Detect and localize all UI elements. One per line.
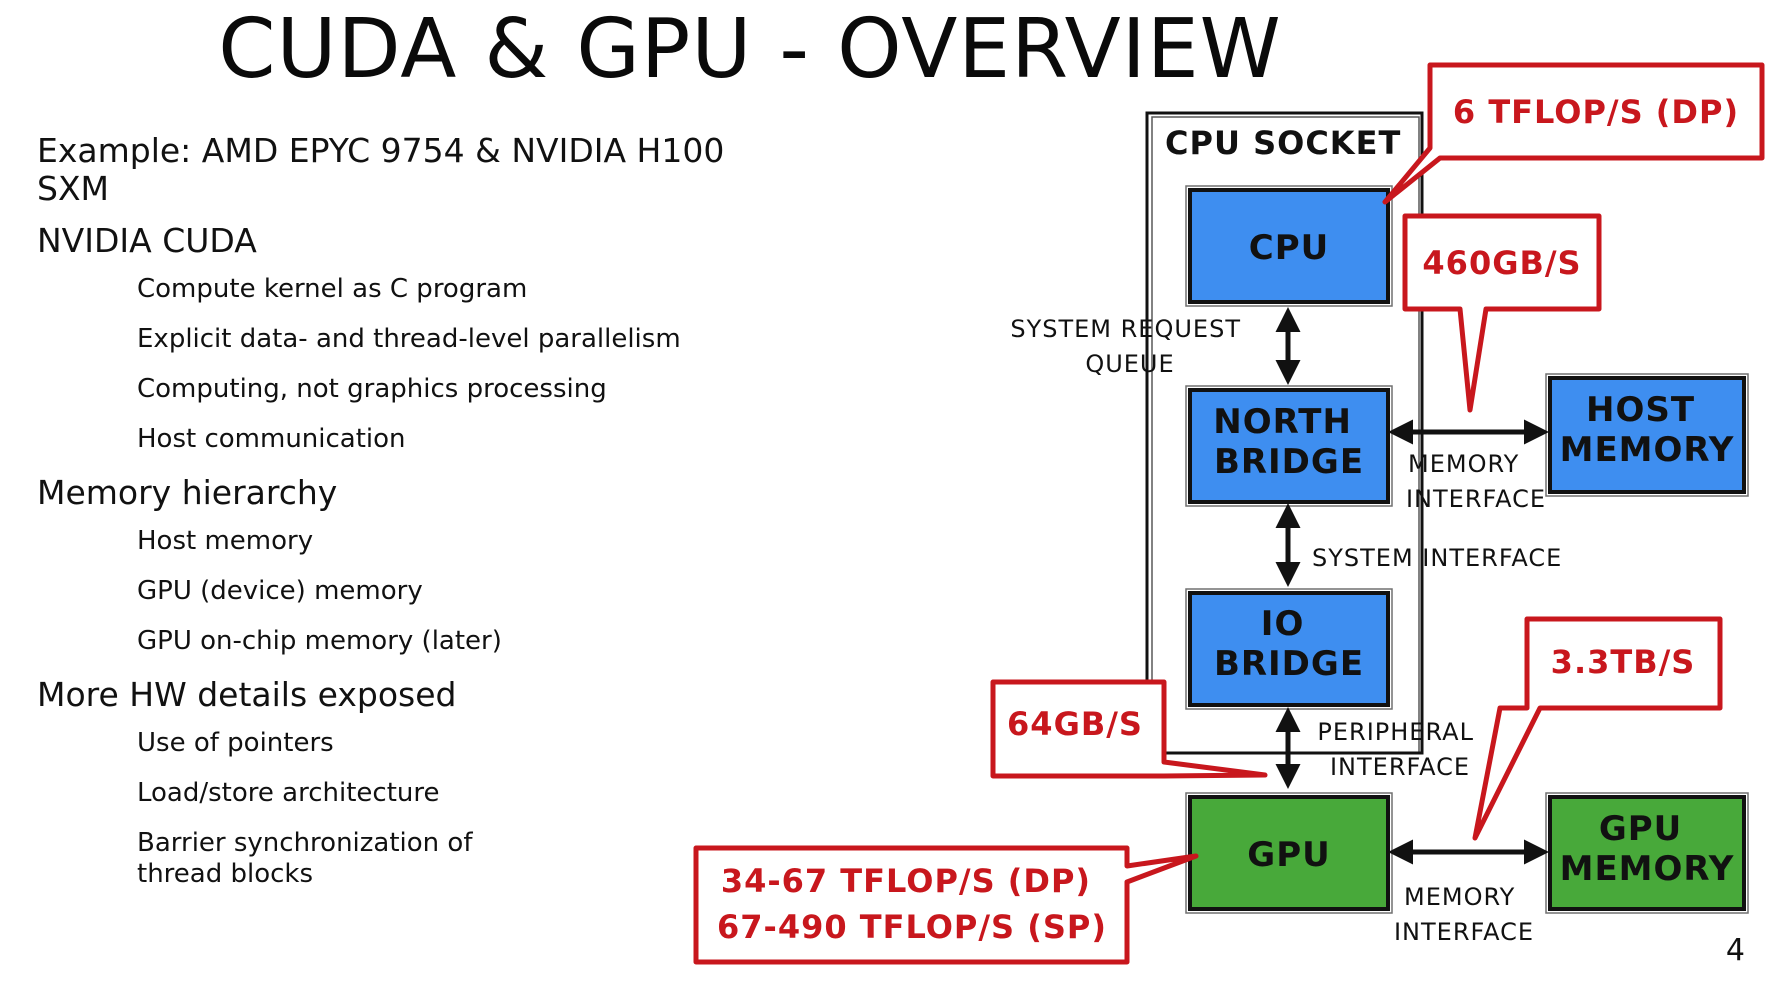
gpu-box: GPU (1185, 792, 1393, 914)
slide-title: CUDA & GPU - OVERVIEW (218, 2, 1282, 97)
callout-cpu-flops: 6 TFLOP/S (DP) (1382, 62, 1765, 205)
sub-bullet-parallelism: Explicit data- and thread-level parallel… (137, 324, 681, 354)
gpu-memory-box: GPU MEMORY (1545, 792, 1749, 914)
slide-number: 4 (1725, 933, 1745, 968)
bullet-list: Example: AMD EPYC 9754 & NVIDIA H100 SXM… (37, 132, 757, 909)
bullet-example: Example: AMD EPYC 9754 & NVIDIA H100 SXM (37, 131, 725, 208)
svg-text:GPU MEMORY: GPU MEMORY (1560, 809, 1735, 889)
callout-host-bandwidth: 460GB/S (1402, 213, 1602, 413)
system-interface-label: SYSTEM INTERFACE (1312, 544, 1562, 572)
callout-pcie-bandwidth: 64GB/S (990, 679, 1268, 779)
svg-text:64GB/S: 64GB/S (1007, 705, 1143, 743)
svg-text:IO BRIDGE: IO BRIDGE (1214, 604, 1364, 684)
sub-bullet-pointers: Use of pointers (137, 728, 334, 758)
callout-gpu-bandwidth: 3.3TB/S (1472, 616, 1723, 841)
sub-bullet-compute-kernel: Compute kernel as C program (137, 274, 528, 304)
sub-bullet-gpu-device-memory: GPU (device) memory (137, 576, 423, 606)
bullet-memory-hierarchy: Memory hierarchy (37, 473, 338, 512)
svg-text:34-67 TFLOP/S (DP) 67-49: 34-67 TFLOP/S (DP) 67-490 TFLOP/S (SP) (717, 862, 1107, 946)
gpu-memory-interface-label: MEMORY INTERFACE (1394, 883, 1534, 946)
svg-text:CPU: CPU (1249, 228, 1329, 268)
svg-text:460GB/S: 460GB/S (1422, 244, 1581, 282)
bullet-hw-details: More HW details exposed (37, 675, 457, 714)
sub-bullet-barrier-sync: Barrier synchronization of (137, 828, 473, 858)
sub-bullet-barrier-sync-continued: thread blocks (137, 859, 314, 889)
peripheral-interface-label: PERIPHERAL INTERFACE (1317, 718, 1482, 781)
sub-bullet-load-store: Load/store architecture (137, 778, 440, 808)
north-bridge-box: NORTH BRIDGE (1185, 385, 1393, 507)
sub-bullet-host-memory: Host memory (137, 526, 314, 556)
cpu-socket-label: CPU SOCKET (1165, 124, 1401, 162)
svg-text:6 TFLOP/S (DP): 6 TFLOP/S (DP) (1453, 93, 1739, 131)
svg-text:3.3TB/S: 3.3TB/S (1551, 643, 1696, 681)
host-memory-interface-label: MEMORY INTERFACE (1406, 450, 1546, 513)
sub-bullet-computing: Computing, not graphics processing (137, 374, 607, 404)
bullet-nvidia-cuda: NVIDIA CUDA (37, 221, 257, 260)
callout-gpu-flops: 34-67 TFLOP/S (DP) 67-490 TFLOP/S (SP) (693, 845, 1199, 965)
system-request-queue-label: SYSTEM REQUEST QUEUE (1010, 315, 1249, 378)
svg-text:HOST MEMORY: HOST MEMORY (1560, 390, 1735, 470)
sub-bullet-host-communication: Host communication (137, 424, 406, 454)
host-memory-box: HOST MEMORY (1545, 373, 1749, 497)
cpu-box: CPU (1185, 185, 1393, 307)
sub-bullet-gpu-onchip-memory: GPU on-chip memory (later) (137, 626, 502, 656)
svg-text:GPU: GPU (1247, 835, 1330, 875)
svg-text:NORTH BRIDGE: NORTH BRIDGE (1213, 402, 1365, 482)
io-bridge-box: IO BRIDGE (1185, 588, 1393, 710)
